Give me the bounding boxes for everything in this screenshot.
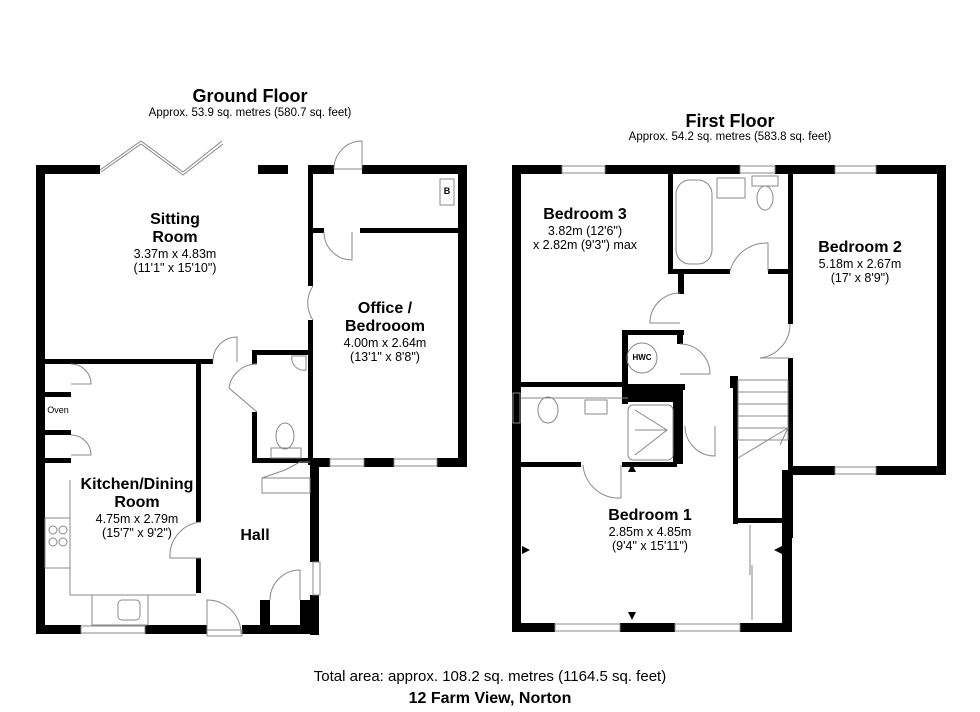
ground-floor-title: Ground Floor: [192, 86, 308, 106]
room-name: Bedroom 1: [608, 507, 692, 524]
room-name: Bedroom 2: [818, 239, 902, 256]
ground-floor-openings: [44, 140, 455, 637]
arrow-markers: [522, 464, 782, 620]
room-dimensions-imperial: (13'1" x 8'8"): [350, 350, 420, 364]
room-name: Sitting: [150, 211, 200, 228]
room-dimensions-metric: 3.82m (12'6"): [547, 224, 623, 238]
room-dimensions-metric: 4.75m x 2.79m: [95, 512, 179, 526]
first-floor-title: First Floor: [685, 111, 775, 131]
room-name-line2: Room: [152, 229, 198, 246]
room-name-line2: Bedrooom: [345, 318, 425, 335]
oven-label: Oven: [47, 405, 69, 415]
room-hall: Hall: [220, 527, 290, 545]
room-kitchen-dining: Kitchen/Dining Room 4.75m x 2.79m (15'7"…: [64, 476, 210, 540]
total-area: Total area: approx. 108.2 sq. metres (11…: [313, 668, 667, 685]
room-office-bedroom: Office / Bedrooom 4.00m x 2.64m (13'1" x…: [325, 300, 445, 364]
room-name: Hall: [240, 527, 270, 544]
room-dimensions-imperial: x 2.82m (9'3") max: [532, 238, 638, 252]
room-bedroom-3: Bedroom 3 3.82m (12'6") x 2.82m (9'3") m…: [525, 206, 645, 252]
room-dimensions-metric: 5.18m x 2.67m: [818, 257, 902, 271]
room-dimensions-metric: 3.37m x 4.83m: [133, 247, 217, 261]
room-name: Kitchen/Dining: [80, 476, 194, 493]
room-name: Bedroom 3: [543, 206, 627, 223]
ground-floor-area: Approx. 53.9 sq. metres (580.7 sq. feet): [148, 107, 352, 119]
hot-water-cylinder-label: HWC: [632, 353, 652, 362]
room-dimensions-imperial: (17' x 8'9"): [830, 271, 890, 285]
room-dimensions-metric: 4.00m x 2.64m: [343, 336, 427, 350]
ground-floor-walls: [36, 165, 467, 635]
room-dimensions-imperial: (11'1" x 15'10"): [133, 261, 217, 275]
first-floor-openings: [512, 165, 877, 632]
first-floor-area: Approx. 54.2 sq. metres (583.8 sq. feet): [628, 131, 832, 143]
property-address: 12 Farm View, Norton: [408, 690, 572, 707]
room-bedroom-2: Bedroom 2 5.18m x 2.67m (17' x 8'9"): [800, 239, 920, 285]
room-dimensions-metric: 2.85m x 4.85m: [608, 525, 692, 539]
room-dimensions-imperial: (15'7" x 9'2"): [102, 526, 172, 540]
room-name: Office /: [357, 300, 413, 317]
first-floor-walls: [512, 165, 946, 632]
room-sitting-room: Sitting Room 3.37m x 4.83m (11'1" x 15'1…: [95, 211, 255, 275]
room-name-line2: Room: [114, 494, 160, 511]
room-bedroom-1: Bedroom 1 2.85m x 4.85m (9'4" x 15'11"): [590, 507, 710, 553]
room-dimensions-imperial: (9'4" x 15'11"): [612, 539, 688, 553]
boiler-label: B: [443, 186, 451, 196]
